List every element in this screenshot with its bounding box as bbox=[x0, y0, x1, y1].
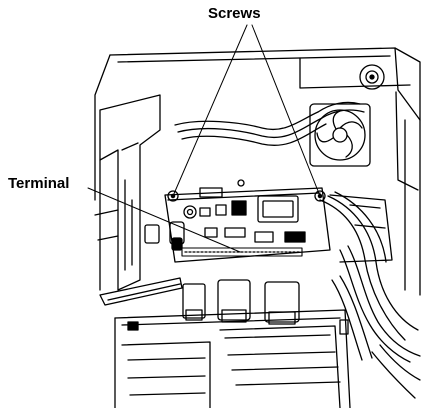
leader-lines bbox=[87, 24, 321, 253]
fan bbox=[309, 103, 371, 167]
label-terminal: Terminal bbox=[8, 175, 70, 192]
circuit-board bbox=[144, 179, 331, 263]
label-screws: Screws bbox=[208, 5, 261, 22]
leader-terminal bbox=[87, 187, 241, 253]
chassis-outline bbox=[94, 47, 421, 296]
flat-cable bbox=[99, 277, 183, 306]
leader-screws-left bbox=[172, 24, 248, 197]
screw-right bbox=[314, 190, 326, 202]
right-plate bbox=[329, 194, 393, 263]
lower-chassis bbox=[114, 309, 351, 408]
leader-screws-right bbox=[251, 24, 321, 197]
knob bbox=[359, 64, 385, 90]
cable-bundle-right bbox=[319, 191, 421, 399]
screw-left bbox=[167, 190, 179, 202]
side-bracket bbox=[94, 94, 161, 291]
connectors bbox=[182, 279, 300, 325]
cable-bundle-top bbox=[174, 101, 365, 146]
